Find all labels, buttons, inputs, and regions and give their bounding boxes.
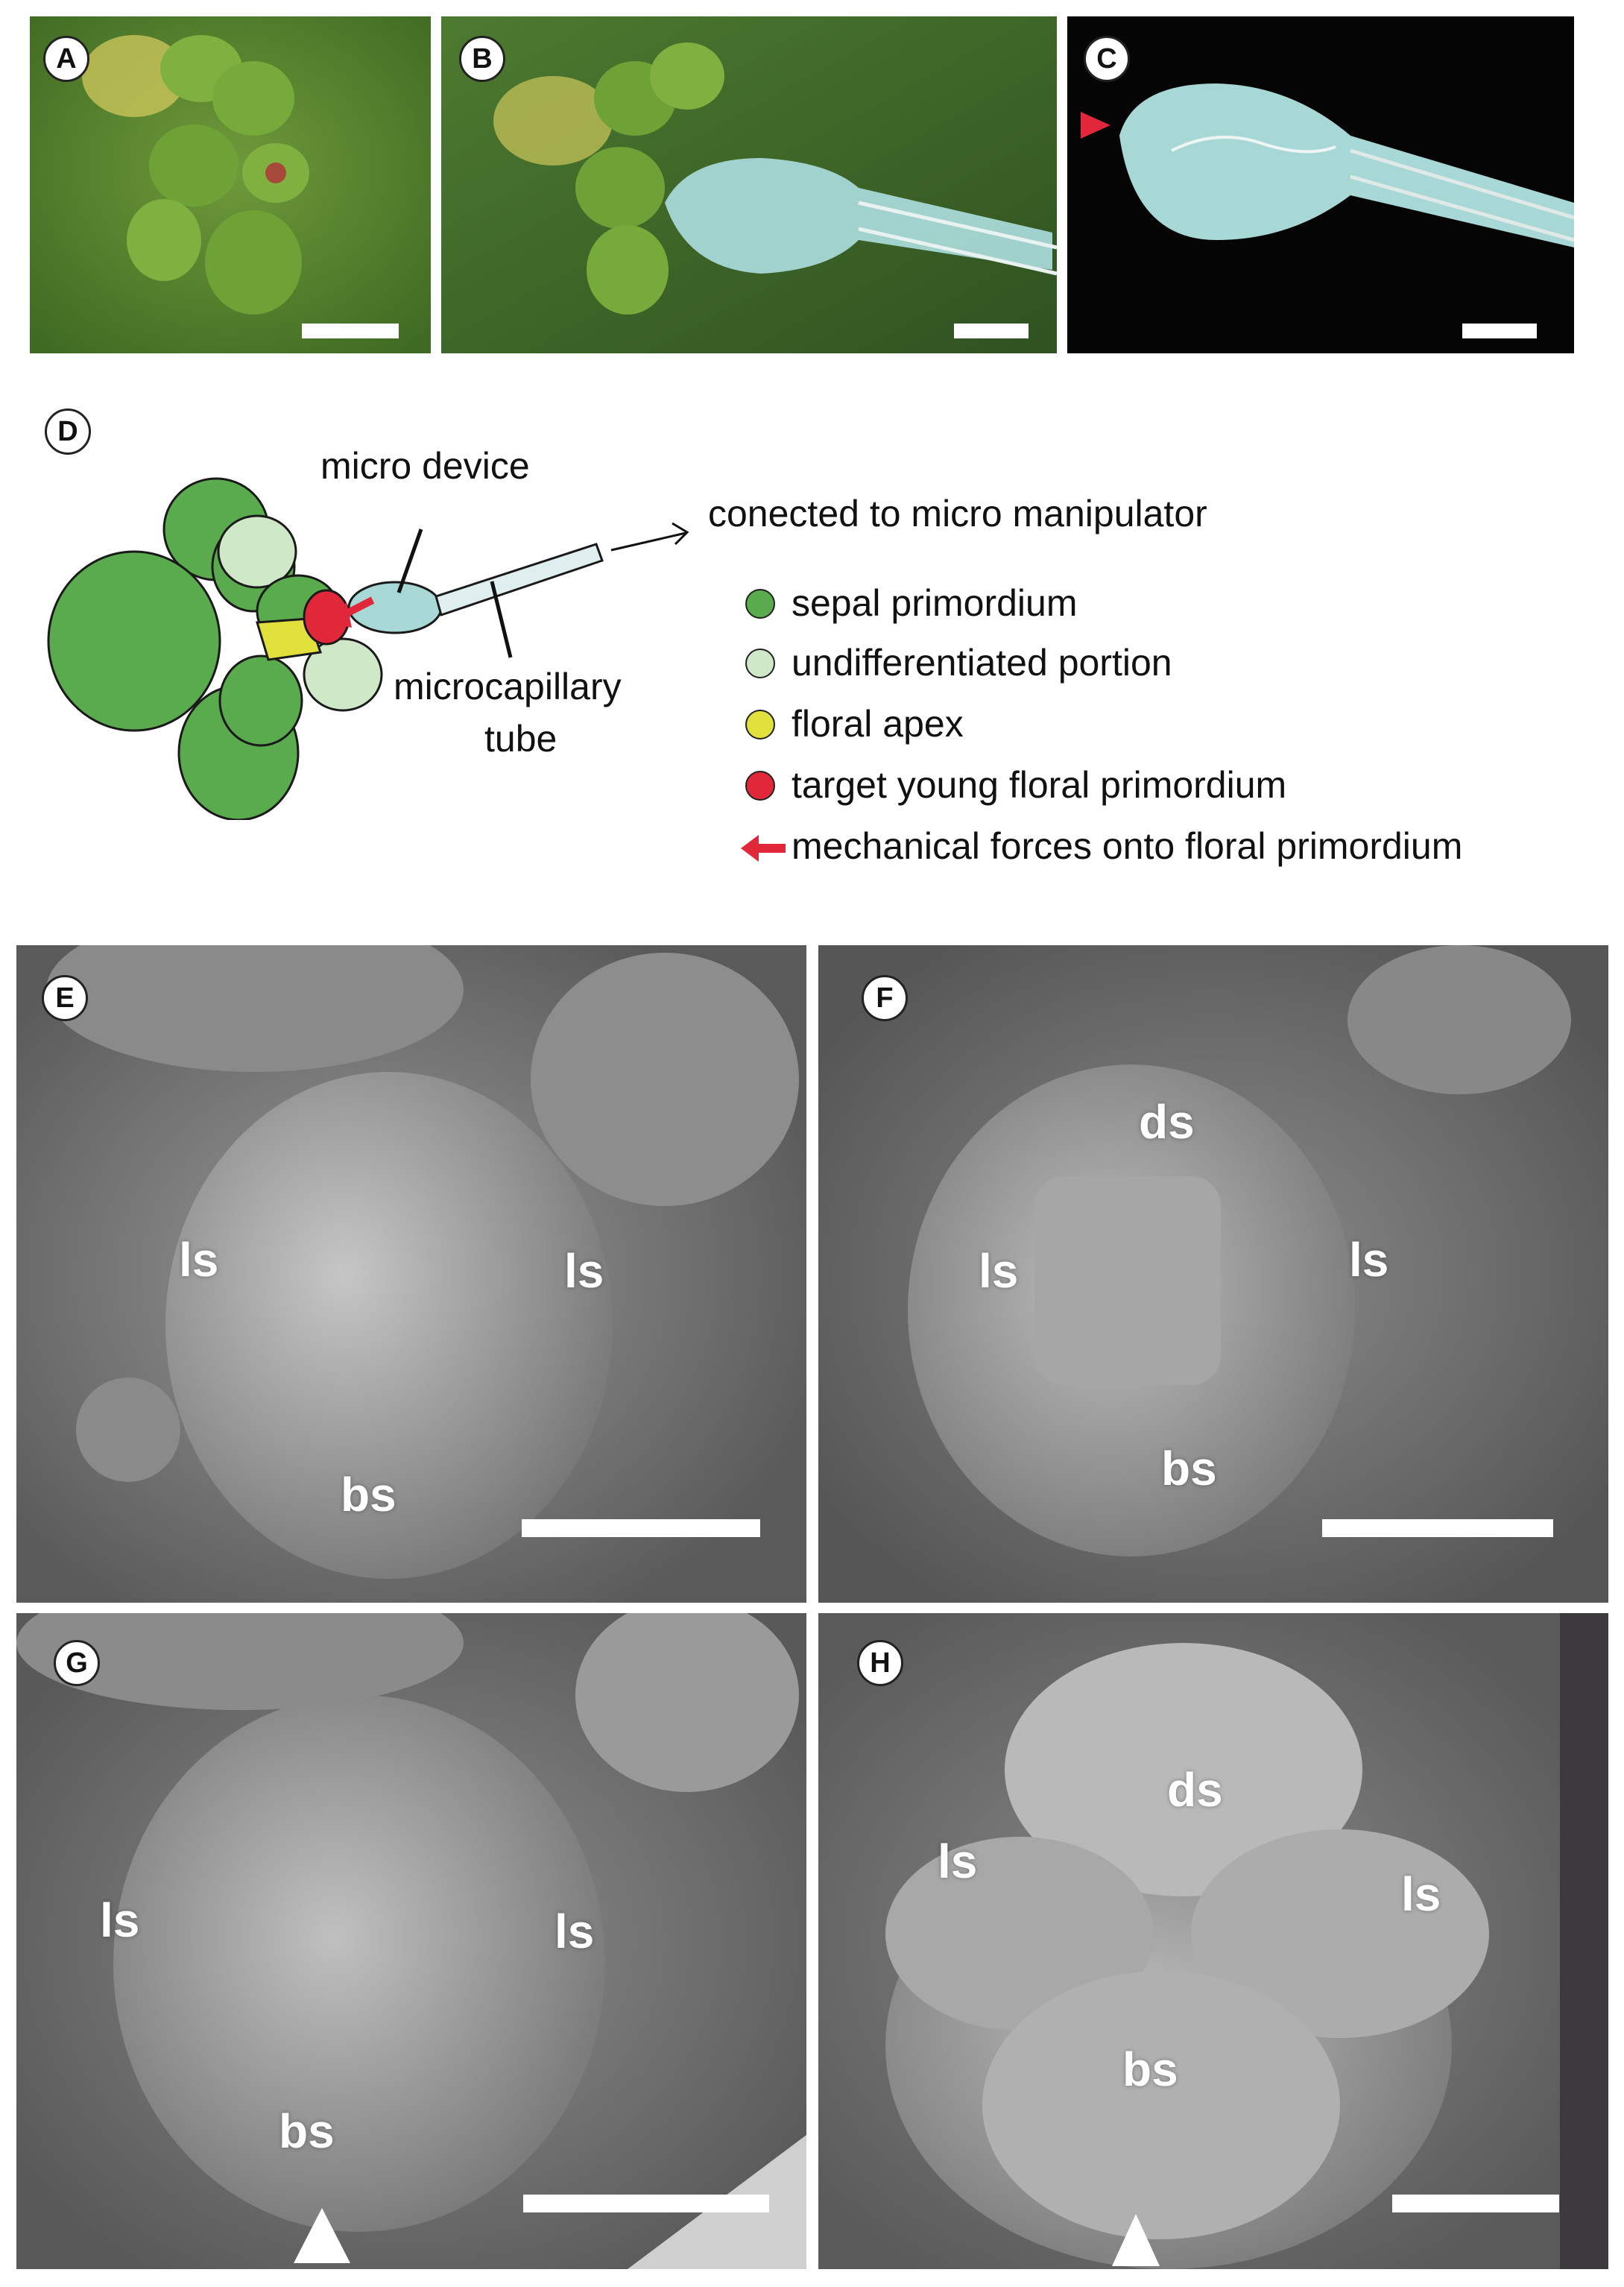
label-ds: ds [1139, 1095, 1195, 1149]
panel-h-image [818, 1613, 1608, 2269]
panel-h-badge: H [857, 1640, 903, 1686]
scale-bar [523, 2195, 769, 2212]
legend-mechanical-forces: mechanical forces onto floral primordium [792, 825, 1463, 867]
label-bs: bs [279, 2104, 335, 2158]
legend-floral-apex: floral apex [792, 703, 964, 745]
panel-f-badge: F [862, 975, 908, 1021]
label-ls-left: ls [938, 1835, 978, 1888]
panel-g-image [16, 1613, 806, 2269]
scale-bar [1462, 324, 1537, 338]
white-triangle-marker [1112, 2214, 1160, 2266]
panel-f-sem: F ds ls ls bs [818, 945, 1608, 1603]
micro-device-label: micro device [320, 445, 530, 487]
connected-label: conected to micro manipulator [708, 493, 1207, 534]
panel-a-badge: A [43, 36, 89, 82]
legend-dot-target [745, 771, 775, 801]
floral-diagram [47, 477, 689, 820]
panel-b-badge: B [459, 36, 505, 82]
panel-a-photo: A [30, 16, 431, 353]
legend-undifferentiated-portion: undifferentiated portion [792, 642, 1172, 684]
scale-bar [954, 324, 1029, 338]
panel-g-badge: G [54, 1640, 100, 1686]
tube-label: tube [484, 718, 557, 760]
sepal-shape [218, 654, 303, 747]
label-bs: bs [341, 1468, 396, 1521]
label-bs: bs [1161, 1442, 1217, 1495]
panel-e-image [16, 945, 806, 1603]
sepal-shape [47, 550, 221, 732]
undifferentiated-shape [303, 637, 383, 712]
panel-d-badge: D [45, 408, 91, 455]
panel-f-image [818, 945, 1608, 1603]
legend-dot-undifferentiated [745, 649, 775, 678]
label-ls-right: ls [564, 1244, 604, 1298]
panel-c-photo: C [1067, 16, 1574, 353]
scale-bar [302, 324, 399, 338]
legend-force-arrow-icon [741, 835, 786, 862]
label-ls-right: ls [1349, 1233, 1389, 1287]
floral-apex-shape [256, 617, 322, 661]
panel-c-badge: C [1084, 36, 1130, 82]
label-ls-left: ls [100, 1893, 140, 1947]
red-triangle-marker [1081, 112, 1110, 139]
label-bs: bs [1122, 2042, 1178, 2096]
label-ls-right: ls [1401, 1867, 1441, 1921]
label-ls-left: ls [979, 1244, 1019, 1298]
label-ls-left: ls [179, 1233, 219, 1287]
legend-sepal-primordium: sepal primordium [792, 582, 1078, 624]
white-triangle-marker [294, 2208, 350, 2263]
legend-dot-floral-apex [745, 710, 775, 739]
panel-b-photo: B [441, 16, 1057, 353]
label-ds: ds [1167, 1763, 1223, 1817]
panel-c-image [1067, 16, 1574, 353]
microcapillary-label: microcapillary [394, 666, 622, 707]
scale-bar [522, 1519, 760, 1537]
scale-bar [1322, 1519, 1553, 1537]
panel-b-image [441, 16, 1057, 353]
panel-e-sem: E ls ls bs [16, 945, 806, 1603]
panel-e-badge: E [42, 975, 88, 1021]
panel-a-image [30, 16, 431, 353]
undifferentiated-shape [217, 514, 297, 589]
label-ls-right: ls [555, 1905, 595, 1958]
panel-g-sem: G ls ls bs [16, 1613, 806, 2269]
legend-dot-sepal [745, 589, 775, 619]
legend-target-primordium: target young floral primordium [792, 764, 1287, 806]
panel-h-sem: H ds ls ls bs [818, 1613, 1608, 2269]
scale-bar [1392, 2195, 1559, 2212]
microcapillary-tube-shape [435, 543, 604, 616]
